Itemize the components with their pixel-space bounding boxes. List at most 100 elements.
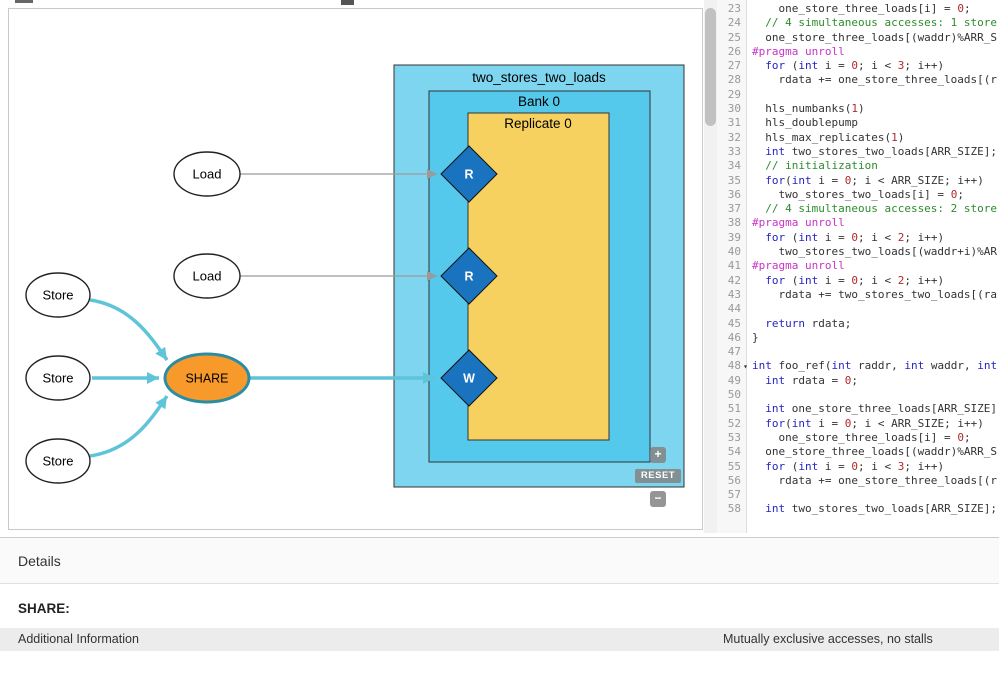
- node-label: Store: [42, 454, 73, 469]
- line-number: 32: [717, 131, 741, 145]
- node-load2[interactable]: Load: [174, 254, 240, 298]
- code-gutter: 2324252627282930313233343536373839404142…: [717, 0, 747, 533]
- memory-diagram: two_stores_two_loads Bank 0 Replicate 0 …: [9, 9, 704, 531]
- replicate-title: Replicate 0: [504, 116, 572, 131]
- code-line[interactable]: }: [752, 331, 999, 345]
- code-line[interactable]: [752, 388, 999, 402]
- code-line[interactable]: one_store_three_loads[i] = 0;: [752, 431, 999, 445]
- details-section: Details SHARE: Additional Information Mu…: [0, 537, 999, 676]
- code-line[interactable]: // 4 simultaneous accesses: 1 store: [752, 16, 999, 30]
- code-scrollbar-thumb[interactable]: [705, 8, 716, 126]
- zoom-reset-button[interactable]: RESET: [635, 469, 681, 483]
- details-row-value: Mutually exclusive accesses, no stalls: [723, 632, 933, 646]
- code-scrollbar[interactable]: [704, 0, 717, 533]
- line-number: 55: [717, 460, 741, 474]
- zoom-out-button[interactable]: −: [650, 491, 666, 507]
- node-store1[interactable]: Store: [26, 273, 90, 317]
- code-line[interactable]: int two_stores_two_loads[ARR_SIZE];: [752, 502, 999, 516]
- code-line[interactable]: for (int i = 0; i < 3; i++): [752, 59, 999, 73]
- node-label: Store: [42, 371, 73, 386]
- line-number: 57: [717, 488, 741, 502]
- code-line[interactable]: rdata += one_store_three_loads[(r: [752, 73, 999, 87]
- code-line[interactable]: [752, 345, 999, 359]
- line-number: 45: [717, 317, 741, 331]
- memory-title: two_stores_two_loads: [472, 70, 606, 85]
- code-line[interactable]: one_store_three_loads[(waddr)%ARR_S: [752, 445, 999, 459]
- details-row: Additional Information Mutually exclusiv…: [0, 628, 999, 651]
- zoom-in-button[interactable]: +: [650, 447, 666, 463]
- code-line[interactable]: #pragma unroll: [752, 259, 999, 273]
- line-number: 29: [717, 88, 741, 102]
- line-number: 50: [717, 388, 741, 402]
- code-line[interactable]: hls_doublepump: [752, 116, 999, 130]
- code-line[interactable]: hls_max_replicates(1): [752, 131, 999, 145]
- code-line[interactable]: // 4 simultaneous accesses: 2 store: [752, 202, 999, 216]
- line-number: 58: [717, 502, 741, 516]
- code-line[interactable]: rdata += one_store_three_loads[(r: [752, 474, 999, 488]
- line-number: 24: [717, 16, 741, 30]
- code-line[interactable]: hls_numbanks(1): [752, 102, 999, 116]
- code-line[interactable]: [752, 302, 999, 316]
- code-line[interactable]: int one_store_three_loads[ARR_SIZE];: [752, 402, 999, 416]
- node-store3[interactable]: Store: [26, 439, 90, 483]
- line-number: 26: [717, 45, 741, 59]
- code-line[interactable]: #pragma unroll: [752, 45, 999, 59]
- line-number: 42: [717, 274, 741, 288]
- line-number: 33: [717, 145, 741, 159]
- line-number: 39: [717, 231, 741, 245]
- code-line[interactable]: one_store_three_loads[i] = 0;: [752, 2, 999, 16]
- edges: [90, 174, 437, 456]
- details-row-label: Additional Information: [18, 632, 139, 646]
- edge-store3-share: [90, 396, 167, 456]
- line-number: 36: [717, 188, 741, 202]
- line-number: 46: [717, 331, 741, 345]
- code-line[interactable]: return rdata;: [752, 317, 999, 331]
- line-number: 52: [717, 417, 741, 431]
- code-line[interactable]: two_stores_two_loads[i] = 0;: [752, 188, 999, 202]
- code-line[interactable]: one_store_three_loads[(waddr)%ARR_S: [752, 31, 999, 45]
- line-number: 48▾: [717, 359, 741, 373]
- details-title: Details: [18, 553, 61, 569]
- node-label: Load: [193, 167, 222, 182]
- code-line[interactable]: rdata += two_stores_two_loads[(ra: [752, 288, 999, 302]
- code-line[interactable]: for(int i = 0; i < ARR_SIZE; i++): [752, 174, 999, 188]
- node-label: SHARE: [185, 372, 228, 386]
- code-line[interactable]: for (int i = 0; i < 2; i++): [752, 274, 999, 288]
- line-number: 49: [717, 374, 741, 388]
- line-number: 30: [717, 102, 741, 116]
- code-line[interactable]: #pragma unroll: [752, 216, 999, 230]
- code-line[interactable]: int two_stores_two_loads[ARR_SIZE];: [752, 145, 999, 159]
- code-line[interactable]: int rdata = 0;: [752, 374, 999, 388]
- code-line[interactable]: [752, 88, 999, 102]
- line-number: 37: [717, 202, 741, 216]
- line-number: 40: [717, 245, 741, 259]
- code-line[interactable]: for(int i = 0; i < ARR_SIZE; i++): [752, 417, 999, 431]
- code-line[interactable]: // initialization: [752, 159, 999, 173]
- node-store2[interactable]: Store: [26, 356, 90, 400]
- node-label: Load: [193, 269, 222, 284]
- code-lines[interactable]: one_store_three_loads[i] = 0; // 4 simul…: [747, 0, 999, 533]
- line-number: 41: [717, 259, 741, 273]
- node-load1[interactable]: Load: [174, 152, 240, 196]
- line-number: 43: [717, 288, 741, 302]
- line-number: 56: [717, 474, 741, 488]
- fold-marker-icon[interactable]: ▾: [743, 360, 748, 374]
- edge-store1-share: [90, 300, 167, 360]
- node-share[interactable]: SHARE: [165, 354, 249, 402]
- code-line[interactable]: int foo_ref(int raddr, int waddr, int: [752, 359, 999, 373]
- code-line[interactable]: two_stores_two_loads[(waddr+i)%AR: [752, 245, 999, 259]
- clipped-toolbar-remnant: [15, 0, 33, 3]
- source-code-panel[interactable]: 2324252627282930313233343536373839404142…: [717, 0, 999, 533]
- code-line[interactable]: for (int i = 0; i < 3; i++): [752, 460, 999, 474]
- clipped-toolbar-remnant: [341, 0, 354, 5]
- code-line[interactable]: [752, 488, 999, 502]
- memory-viewer-panel[interactable]: two_stores_two_loads Bank 0 Replicate 0 …: [8, 8, 703, 530]
- line-number: 38: [717, 216, 741, 230]
- line-number: 34: [717, 159, 741, 173]
- bank-title: Bank 0: [518, 94, 560, 109]
- line-number: 44: [717, 302, 741, 316]
- line-number: 25: [717, 31, 741, 45]
- line-number: 54: [717, 445, 741, 459]
- line-number: 23: [717, 2, 741, 16]
- code-line[interactable]: for (int i = 0; i < 2; i++): [752, 231, 999, 245]
